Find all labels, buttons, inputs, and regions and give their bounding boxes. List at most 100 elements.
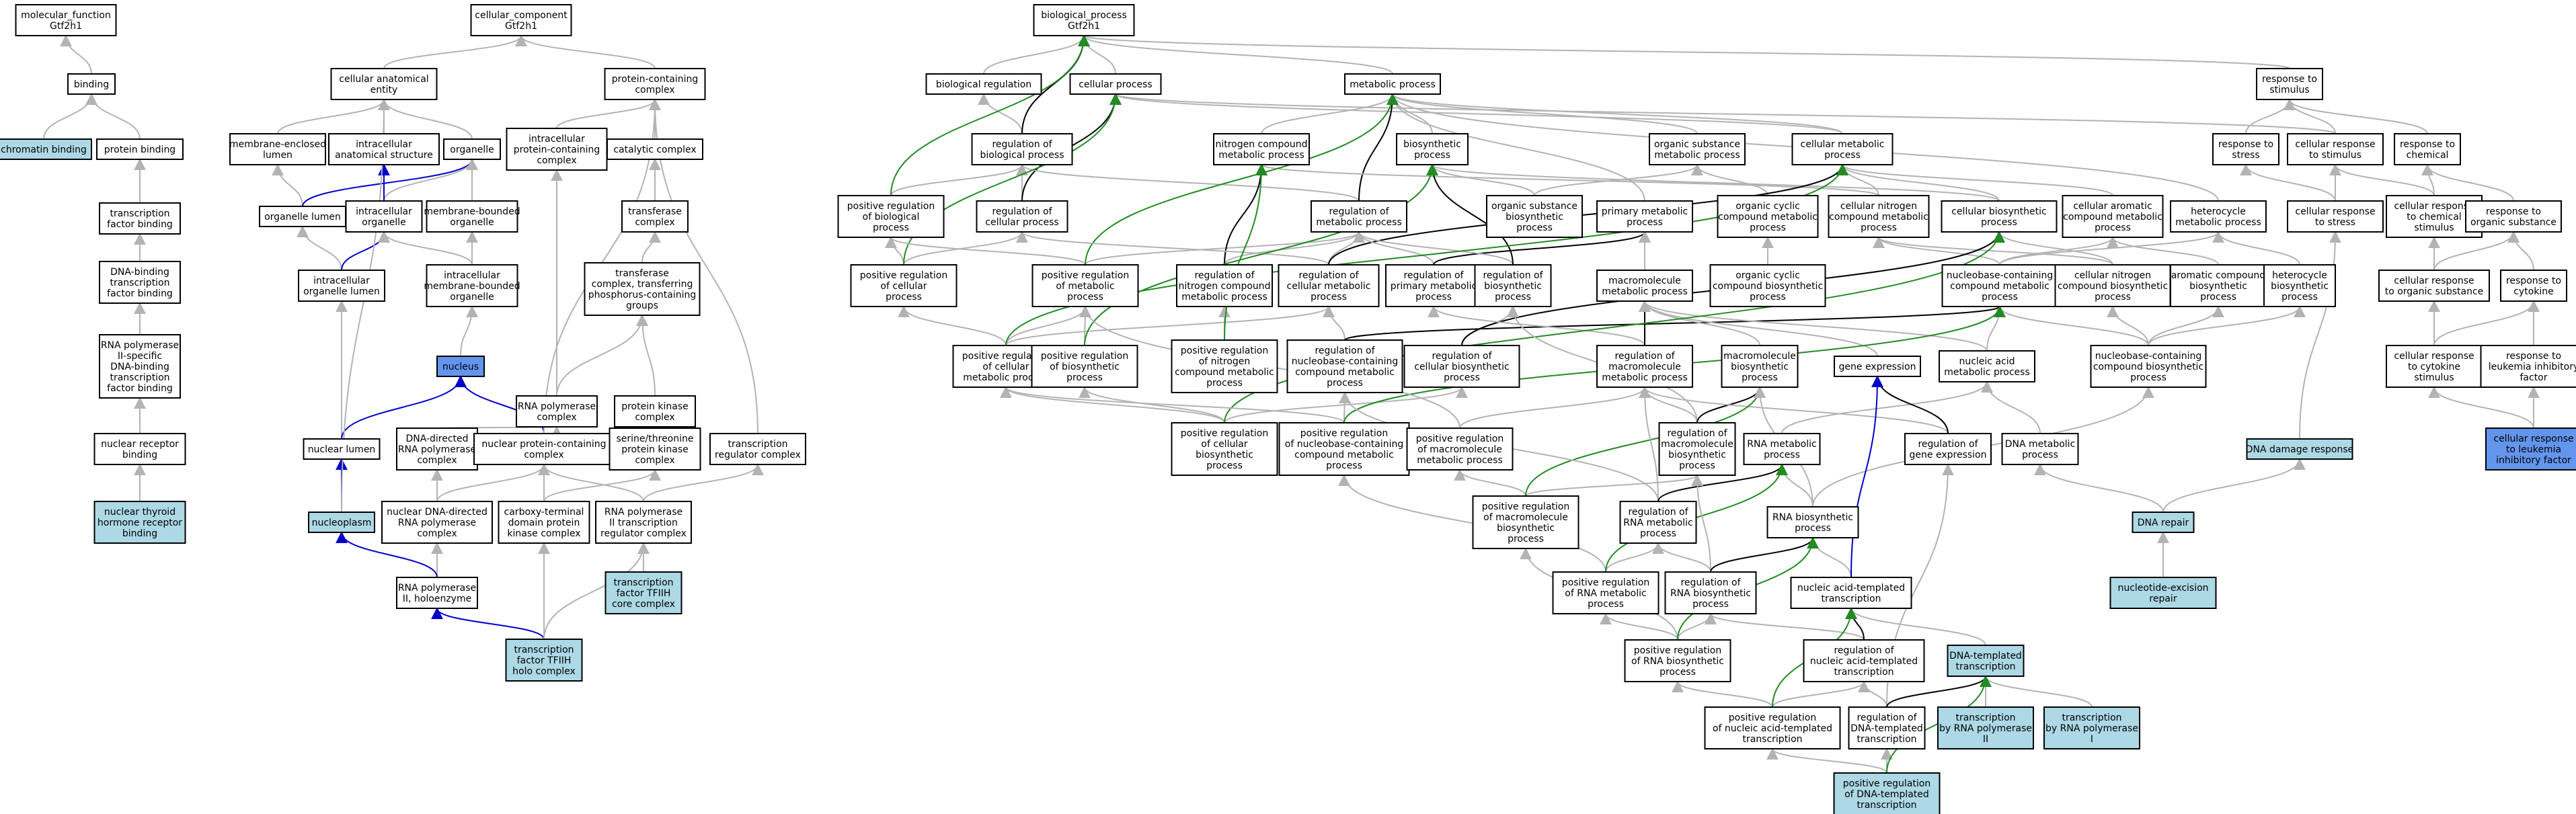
- go-term-box[interactable]: [614, 395, 696, 428]
- go-term-box[interactable]: [1403, 345, 1520, 388]
- go-term-box[interactable]: [2287, 200, 2384, 233]
- go-term-box[interactable]: [1941, 264, 2058, 307]
- go-term-box[interactable]: [99, 261, 181, 304]
- go-term-chromatin-binding[interactable]: chromatin binding: [0, 138, 92, 160]
- go-term-box[interactable]: [1278, 264, 1380, 307]
- go-term-box[interactable]: [381, 501, 493, 544]
- go-term-box[interactable]: [1619, 501, 1697, 544]
- go-term-box[interactable]: [1031, 264, 1139, 307]
- go-term-protein-binding[interactable]: protein binding: [96, 138, 184, 160]
- go-term-box[interactable]: [1406, 428, 1514, 471]
- go-term-box[interactable]: [67, 73, 116, 95]
- go-term-box[interactable]: [621, 200, 689, 233]
- go-term-box[interactable]: [396, 428, 478, 471]
- go-term-box[interactable]: [1848, 706, 1926, 749]
- go-term-box[interactable]: [2263, 264, 2336, 307]
- go-term-box[interactable]: [0, 138, 92, 160]
- go-term-biological-regulation[interactable]: biological regulation: [925, 73, 1042, 95]
- go-term-box[interactable]: [1552, 571, 1660, 614]
- go-term-box[interactable]: [1596, 270, 1693, 302]
- go-term-box[interactable]: [396, 577, 478, 609]
- go-term-nucleus[interactable]: nucleus: [436, 356, 485, 377]
- go-term-box[interactable]: [505, 639, 583, 682]
- go-term-box[interactable]: [2062, 195, 2164, 238]
- go-term-box[interactable]: [584, 262, 701, 316]
- go-term-box[interactable]: [2378, 270, 2490, 302]
- go-term-box[interactable]: [328, 133, 440, 165]
- go-term-box[interactable]: [1947, 645, 2025, 677]
- go-term-box[interactable]: [2212, 133, 2279, 165]
- go-term-box[interactable]: [1624, 639, 1731, 682]
- go-term-box[interactable]: [1828, 195, 1930, 238]
- go-term-box[interactable]: [426, 200, 518, 233]
- go-term-box[interactable]: [1833, 772, 1941, 814]
- go-term-box[interactable]: [1596, 345, 1693, 388]
- go-term-box[interactable]: [1790, 577, 1912, 609]
- go-term-box[interactable]: [303, 438, 381, 460]
- go-term-box[interactable]: [709, 433, 806, 465]
- go-term-binding[interactable]: binding: [67, 73, 116, 95]
- go-term-dna-damage-response[interactable]: DNA damage response: [2246, 438, 2354, 460]
- go-term-box[interactable]: [1904, 433, 1992, 465]
- go-term-box[interactable]: [99, 334, 181, 399]
- go-term-reg-nucleobase-cmp[interactable]: regulation ofnucleobase-containingcompou…: [1286, 339, 1403, 393]
- go-term-box[interactable]: [850, 264, 958, 307]
- go-term-reg-macromolecule-bp[interactable]: regulation ofmacromoleculebiosyntheticpr…: [1658, 422, 1736, 476]
- go-term-box[interactable]: [470, 4, 572, 36]
- go-term-box[interactable]: [1176, 264, 1273, 307]
- go-term-box[interactable]: [1472, 495, 1579, 549]
- go-term-box[interactable]: [2090, 345, 2207, 388]
- go-term-box[interactable]: [2480, 345, 2576, 388]
- go-term-box[interactable]: [1213, 133, 1310, 165]
- go-term-box[interactable]: [345, 200, 423, 233]
- go-term-metabolic-process[interactable]: metabolic process: [1344, 73, 1441, 95]
- go-term-box[interactable]: [604, 68, 706, 100]
- go-term-box[interactable]: [1766, 506, 1859, 538]
- go-term-box[interactable]: [1385, 264, 1482, 307]
- go-term-box[interactable]: [1743, 433, 1821, 465]
- go-term-box[interactable]: [1069, 73, 1162, 95]
- go-term-box[interactable]: [2485, 428, 2576, 471]
- go-term-box[interactable]: [1396, 133, 1469, 165]
- go-term-box[interactable]: [93, 433, 186, 465]
- go-term-box[interactable]: [1717, 195, 1819, 238]
- go-term-box[interactable]: [1344, 73, 1441, 95]
